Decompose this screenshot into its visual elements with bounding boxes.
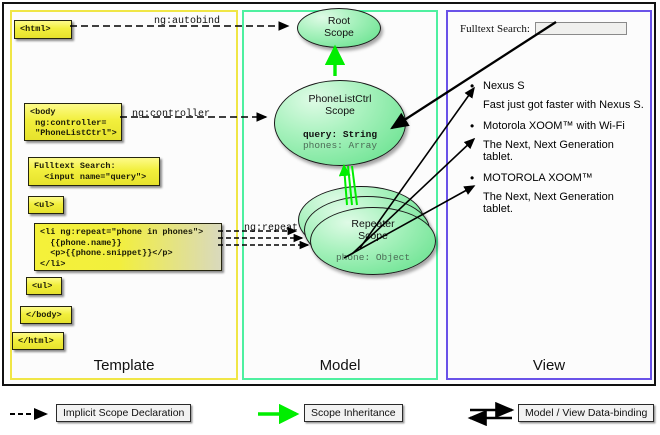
code-box-body-open: <body ng:controller= "PhoneListCtrl"> bbox=[24, 103, 122, 141]
scope-prop-phone: phone: Object bbox=[335, 252, 411, 263]
panel-view-label: View bbox=[532, 357, 566, 374]
code-box-body-close: </body> bbox=[20, 306, 72, 324]
phone-name: MOTOROLA XOOM™ bbox=[470, 171, 646, 185]
scope-repeater-title-1: Repeater bbox=[351, 218, 395, 230]
scope-repeater: Repeater Scope phone: Object bbox=[310, 207, 436, 275]
legend-label: Model / View Data-binding bbox=[518, 404, 655, 422]
view-content: Fulltext Search: bbox=[460, 22, 642, 35]
fulltext-search-input[interactable] bbox=[534, 22, 627, 35]
fulltext-search-label: Fulltext Search: bbox=[460, 22, 530, 35]
panel-view: View Fulltext Search: Nexus S Fast just … bbox=[446, 10, 652, 380]
scope-root-title-2: Scope bbox=[324, 27, 354, 39]
code-box-search: Fulltext Search: <input name="query"> bbox=[28, 157, 160, 186]
legend-item-implicit-scope-declaration: Implicit Scope Declaration bbox=[56, 402, 192, 424]
phone-snippet: The Next, Next Generation tablet. bbox=[483, 139, 614, 163]
connector-label-ng-autobind: ng:autobind bbox=[154, 16, 221, 27]
scope-prop-query: query: String bbox=[302, 129, 378, 140]
connector-label-ng-controller: ng:controller bbox=[132, 109, 211, 120]
legend-label: Implicit Scope Declaration bbox=[56, 404, 192, 422]
scope-prop-phones: phones: Array bbox=[302, 140, 378, 151]
scope-phonelistctrl-title-2: Scope bbox=[325, 105, 355, 117]
code-box-html-open: <html> bbox=[14, 20, 72, 39]
connector-label-ng-repeat: ng:repeat bbox=[244, 223, 299, 234]
diagram-frame: Template Model View Fulltext Search: Nex… bbox=[2, 2, 656, 386]
panel-template-label: Template bbox=[93, 357, 155, 374]
scope-phonelistctrl: PhoneListCtrl Scope query: String phones… bbox=[274, 80, 406, 166]
list-item: Motorola XOOM™ with Wi-Fi The Next, Next… bbox=[470, 119, 646, 163]
legend-item-scope-inheritance: Scope Inheritance bbox=[304, 402, 403, 424]
scope-repeater-title-2: Scope bbox=[358, 230, 388, 242]
scope-phonelistctrl-title-1: PhoneListCtrl bbox=[308, 93, 372, 105]
code-box-ul-open: <ul> bbox=[28, 196, 64, 214]
phone-list: Nexus S Fast just got faster with Nexus … bbox=[470, 79, 646, 218]
code-box-li-repeat: <li ng:repeat="phone in phones"> {{phone… bbox=[34, 223, 222, 271]
list-item: MOTOROLA XOOM™ The Next, Next Generation… bbox=[470, 171, 646, 215]
panel-template: Template bbox=[10, 10, 238, 380]
scope-root-title-1: Root bbox=[327, 15, 351, 27]
legend-item-model-view-data-binding: Model / View Data-binding bbox=[518, 402, 655, 424]
view-search-row: Fulltext Search: bbox=[460, 22, 642, 35]
panel-model-label: Model bbox=[319, 357, 361, 374]
phone-name: Nexus S bbox=[470, 79, 646, 93]
legend: Implicit Scope Declaration Scope Inherit… bbox=[0, 396, 660, 434]
phone-snippet: Fast just got faster with Nexus S. bbox=[483, 99, 644, 111]
code-box-html-close: </html> bbox=[12, 332, 64, 350]
legend-label: Scope Inheritance bbox=[304, 404, 403, 422]
code-box-ul-close: <ul> bbox=[26, 277, 62, 295]
phone-snippet: The Next, Next Generation tablet. bbox=[483, 191, 614, 215]
phone-name: Motorola XOOM™ with Wi-Fi bbox=[470, 119, 646, 133]
scope-root: Root Scope bbox=[297, 8, 381, 48]
list-item: Nexus S Fast just got faster with Nexus … bbox=[470, 79, 646, 111]
